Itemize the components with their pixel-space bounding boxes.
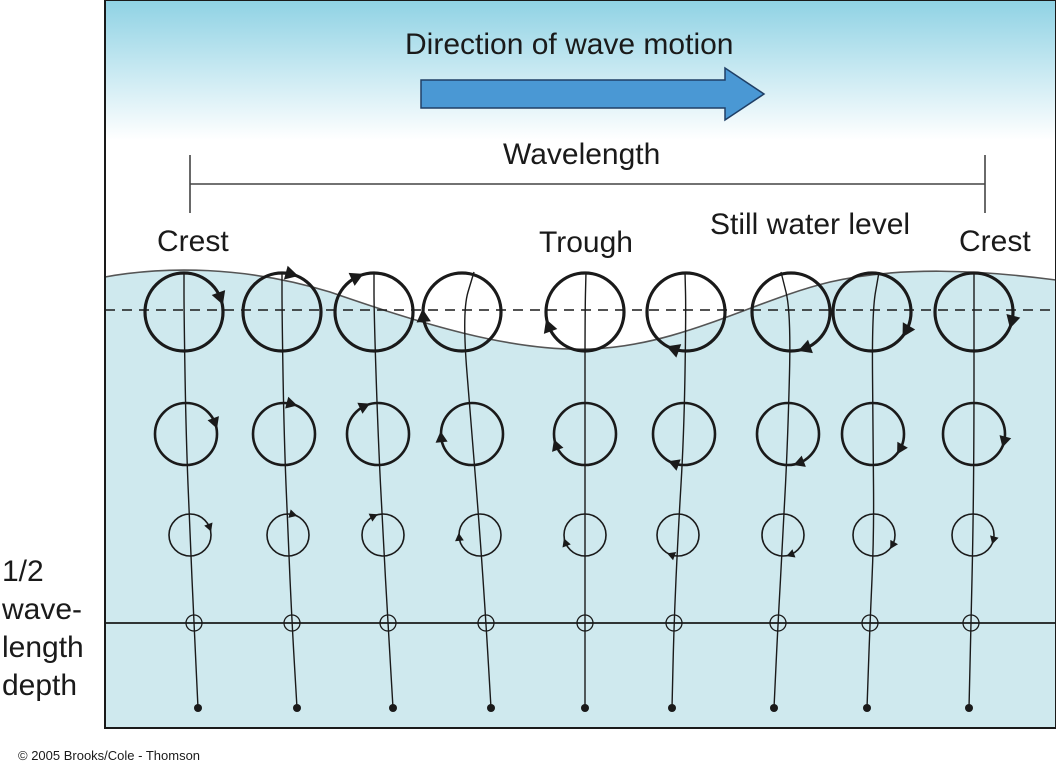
- particle-path-line: [373, 271, 394, 709]
- still-water-level-label: Still water level: [710, 208, 911, 241]
- orbit-circle: [665, 614, 683, 632]
- orbit-circle: [379, 614, 397, 632]
- orbit-direction-arrowhead: [666, 344, 682, 358]
- water-body: [104, 269, 1056, 729]
- orbit-direction-arrowhead: [283, 265, 299, 280]
- orbit-direction-arrowhead: [798, 339, 813, 354]
- orbit-direction-arrowhead: [897, 441, 908, 455]
- orbit-direction-arrowhead: [902, 322, 916, 338]
- orbit-direction-arrowhead: [793, 455, 806, 467]
- orbit-direction-arrowhead: [999, 435, 1012, 448]
- orbit-direction-arrowhead: [786, 549, 796, 558]
- depth-label-line: length: [2, 631, 84, 664]
- orbit-direction-arrowhead: [211, 290, 226, 305]
- orbit-direction-arrowhead: [207, 416, 219, 429]
- orbit-circle: [185, 614, 203, 632]
- orbit-direction-arrowhead: [357, 402, 370, 414]
- orbit-circle: [840, 401, 906, 467]
- orbit-circle: [266, 513, 310, 557]
- water-particle-dot: [863, 704, 871, 712]
- orbit-circle: [563, 513, 607, 557]
- orbit-direction-arrowhead: [890, 539, 898, 549]
- orbit-direction-arrowhead: [668, 459, 681, 471]
- orbit-circle: [951, 513, 995, 557]
- orbit-circle: [576, 614, 594, 632]
- particle-path-line: [183, 272, 199, 709]
- particle-path-line: [671, 271, 687, 709]
- orbit-direction-arrowhead: [543, 319, 558, 334]
- water-particle-dot: [770, 704, 778, 712]
- orbit-circle: [333, 271, 415, 353]
- particle-path-line: [773, 271, 791, 709]
- orbit-circle: [552, 401, 618, 467]
- orbit-direction-arrowhead: [288, 509, 298, 518]
- orbit-circle: [477, 614, 495, 632]
- orbit-circle: [852, 513, 896, 557]
- orbit-circle: [153, 401, 219, 467]
- orbit-direction-arrowhead: [416, 308, 431, 323]
- orbit-circle: [831, 271, 913, 353]
- trough-label: Trough: [539, 226, 633, 259]
- orbit-circle: [168, 513, 212, 557]
- orbit-direction-arrowhead: [562, 538, 571, 548]
- orbit-circle: [283, 614, 301, 632]
- water-particle-dot: [487, 704, 495, 712]
- orbit-direction-arrowhead: [552, 439, 564, 452]
- orbit-direction-arrowhead: [1006, 313, 1021, 329]
- orbit-circle: [761, 513, 805, 557]
- orbit-direction-arrowhead: [455, 532, 464, 542]
- orbit-circle: [656, 513, 700, 557]
- orbit-direction-arrowhead: [990, 535, 999, 545]
- half-wavelength-depth-label: 1/2 wave- length depth: [2, 553, 102, 705]
- sky-background: [105, 0, 1056, 140]
- orbit-circle: [651, 401, 717, 467]
- particle-path-line: [584, 271, 587, 708]
- orbit-circle: [861, 614, 879, 632]
- orbit-circle: [933, 271, 1015, 353]
- wavelength-bracket: [189, 155, 986, 213]
- orbit-circle: [345, 401, 411, 467]
- particle-path-line: [866, 271, 880, 709]
- orbit-layer: [143, 265, 1021, 712]
- orbit-direction-arrowhead: [435, 431, 448, 443]
- orbit-circle: [645, 271, 727, 353]
- orbit-direction-arrowhead: [204, 522, 213, 532]
- crest-right-label: Crest: [959, 225, 1031, 258]
- orbit-circle: [361, 513, 405, 557]
- depth-label-line: 1/2: [2, 555, 44, 588]
- water-particle-dot: [668, 704, 676, 712]
- orbit-circle: [755, 401, 821, 467]
- water-particle-dot: [389, 704, 397, 712]
- direction-arrow: [420, 66, 766, 122]
- orbit-circle: [544, 271, 626, 353]
- orbit-direction-arrowhead: [667, 551, 677, 561]
- water-particle-dot: [581, 704, 589, 712]
- orbit-direction-arrowhead: [368, 513, 378, 522]
- depth-label-line: depth: [2, 669, 78, 702]
- water-particle-dot: [194, 704, 202, 712]
- orbit-direction-arrowhead: [348, 272, 364, 286]
- direction-of-wave-motion-label: Direction of wave motion: [405, 28, 734, 61]
- diagram-border: [104, 0, 1056, 729]
- particle-path-line: [968, 271, 975, 709]
- orbit-circle: [241, 271, 323, 353]
- orbit-circle: [962, 614, 980, 632]
- orbit-circle: [143, 271, 225, 353]
- orbit-circle: [251, 401, 317, 467]
- orbit-direction-arrowhead: [285, 396, 298, 409]
- orbit-circle: [750, 271, 832, 353]
- copyright-notice: © 2005 Brooks/Cole - Thomson: [18, 748, 201, 763]
- depth-label-line: wave-: [2, 593, 83, 626]
- orbit-circle: [941, 401, 1007, 467]
- particle-path-line: [464, 271, 492, 709]
- crest-left-label: Crest: [157, 225, 229, 258]
- water-particle-dot: [965, 704, 973, 712]
- water-particle-dot: [293, 704, 301, 712]
- particle-path-line: [281, 271, 298, 709]
- wavelength-label: Wavelength: [503, 138, 661, 171]
- orbit-circle: [769, 614, 787, 632]
